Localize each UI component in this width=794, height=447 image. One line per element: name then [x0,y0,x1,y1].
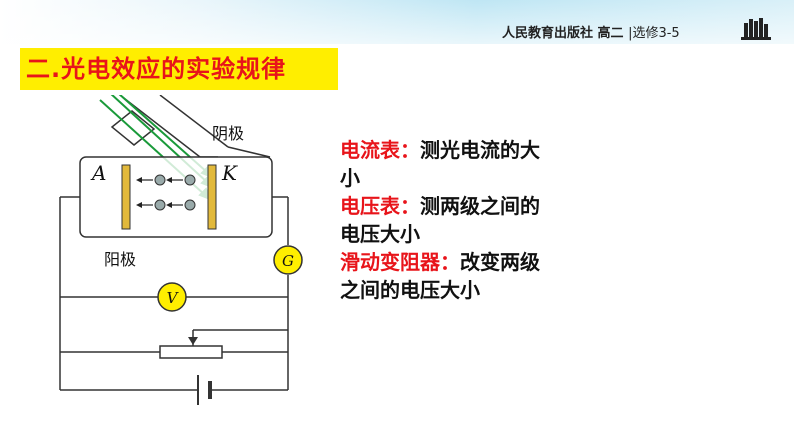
header-divider [0,44,794,46]
note-term: 电压表： [340,194,420,218]
note-term: 电流表： [340,138,420,162]
section-title-box: 二.光电效应的实验规律 [20,48,338,90]
anode-plate [121,164,131,230]
galvanometer: G [273,245,303,275]
publisher-name: 人民教育出版社 [502,26,594,41]
cathode-plate [207,164,217,230]
header-band [0,0,794,44]
grade-label: 高二 [597,26,624,41]
note-text: 测光电流的大小 [340,138,540,190]
rheostat [159,337,223,359]
books-icon [741,18,771,40]
note-term: 滑动变阻器： [340,250,460,274]
light-tube [110,95,271,158]
note-voltmeter: 电压表：测两级之间的电压大小 [340,192,540,248]
voltmeter-symbol: V [167,289,180,307]
electrons [136,174,196,211]
note-text: 改变两级之间的电压大小 [340,250,540,302]
course-label: |选修3-5 [628,26,680,41]
note-rheostat: 滑动变阻器：改变两级之间的电压大小 [340,248,540,304]
phototube-housing [79,156,273,238]
galvanometer-symbol: G [282,252,294,270]
note-ammeter: 电流表：测光电流的大小 [340,136,540,192]
note-text: 测两级之间的电压大小 [340,194,540,246]
notes-block: 电流表：测光电流的大小 电压表：测两级之间的电压大小 滑动变阻器：改变两级之间的… [340,136,540,304]
photoelectric-circuit-diagram: A K 阴极 阳极 G V [59,95,303,405]
battery [197,375,212,405]
section-title: 二.光电效应的实验规律 [26,55,287,83]
cathode-letter: K [221,161,238,185]
anode-label: 阳极 [104,250,136,269]
cathode-label: 阴极 [212,124,244,143]
voltmeter: V [157,282,187,312]
anode-letter: A [90,161,106,185]
publisher-info: 人民教育出版社 高二 |选修3-5 [502,22,680,41]
